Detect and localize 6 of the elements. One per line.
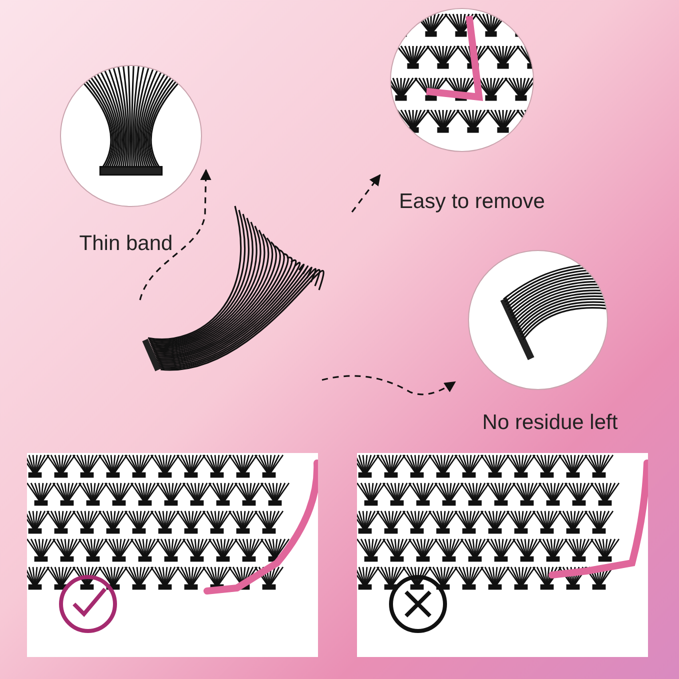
node-label: No residue left (481, 411, 619, 435)
node-label: Easy to remove (398, 190, 546, 214)
node-label: Thin band (78, 232, 174, 256)
dashed-arrow (351, 174, 381, 212)
dashed-arrow (322, 375, 456, 396)
dashed-arrow (139, 168, 212, 300)
